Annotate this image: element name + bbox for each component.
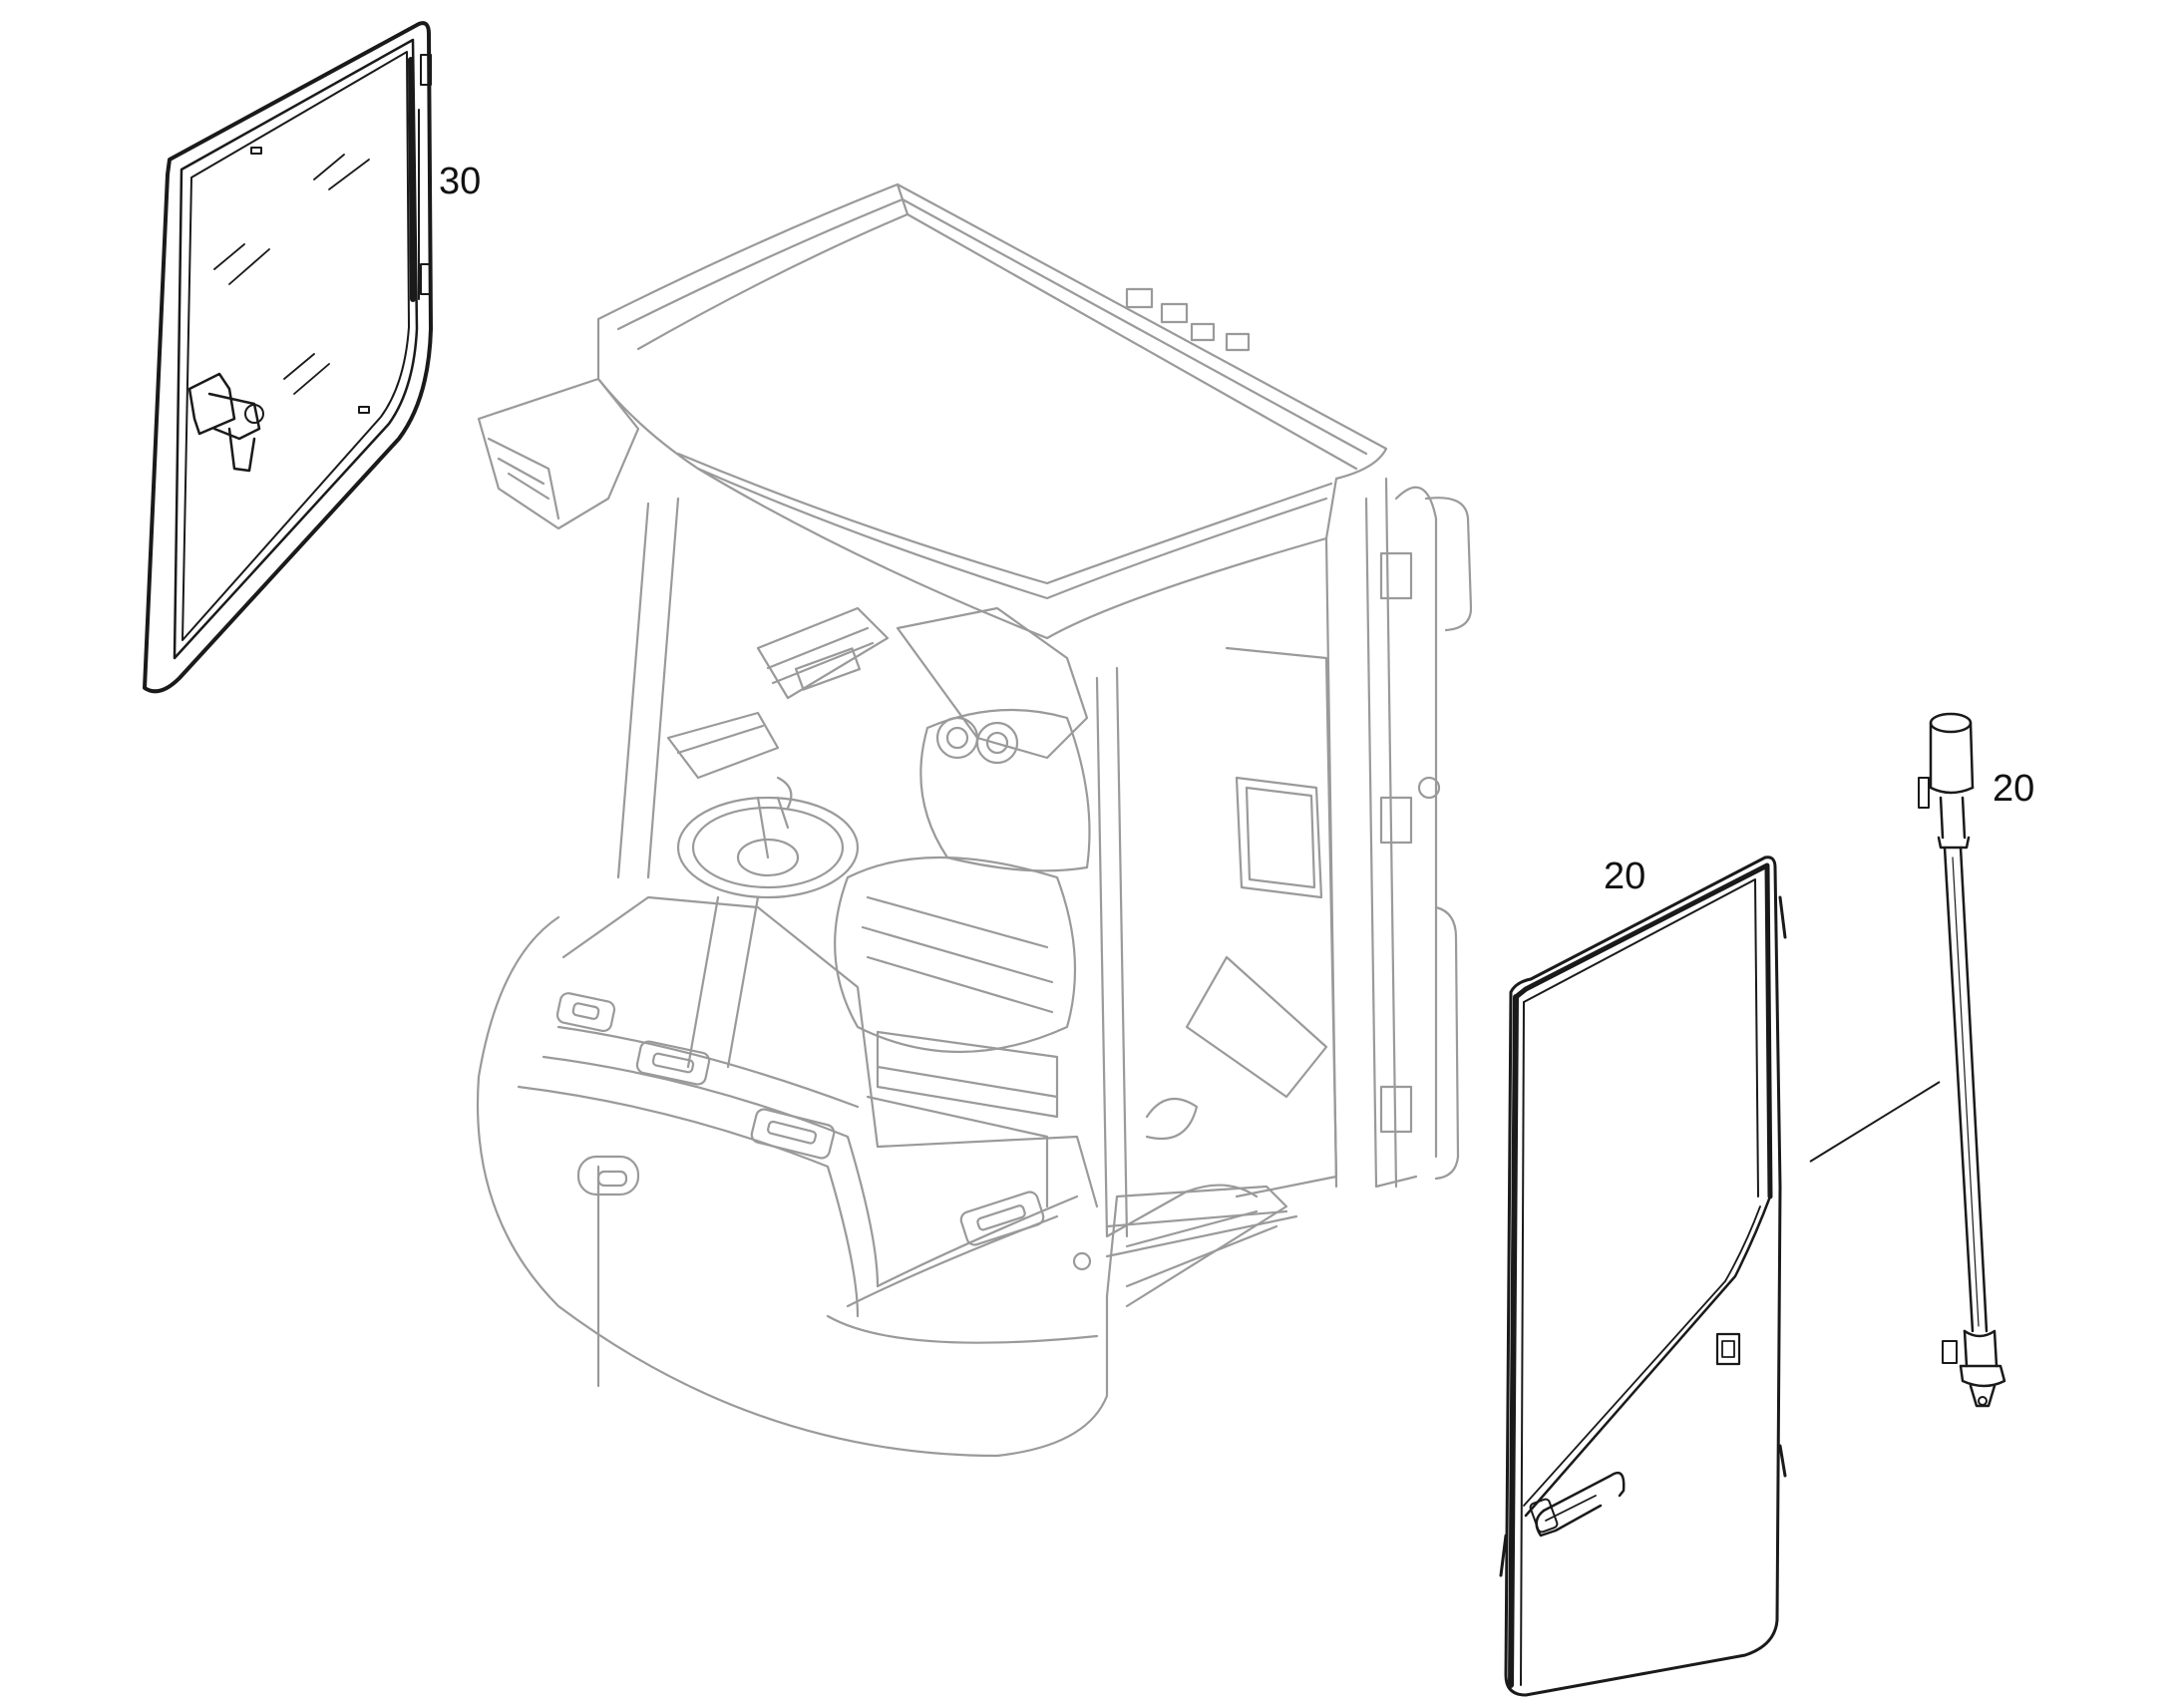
callout-door: 20 (1604, 855, 1646, 897)
callout-gas-strut: 20 (1993, 768, 2035, 810)
cab-rear-wall (1145, 646, 1338, 1198)
cab-front-body (476, 895, 1298, 1458)
side-window-glass (143, 21, 433, 694)
gas-strut (1918, 712, 2006, 1408)
cab-seat (834, 708, 1091, 1208)
cab-roof (477, 182, 1388, 765)
cab-assembly (476, 182, 1473, 1458)
cab-floor (1105, 1184, 1288, 1308)
leader-line (1809, 1081, 1941, 1163)
callout-side-window: 30 (439, 161, 482, 202)
cab-door (1499, 855, 1787, 1697)
front-lights (555, 992, 1045, 1246)
cab-console (666, 606, 890, 1069)
cab-frame (616, 477, 1473, 1238)
